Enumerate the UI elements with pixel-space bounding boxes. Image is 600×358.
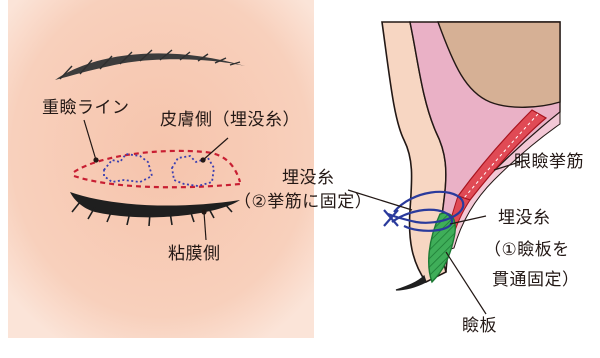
skin-background bbox=[8, 0, 314, 338]
label-buried-thread-left: 埋没糸 bbox=[282, 168, 335, 188]
label-buried-thread-right-note1: （①瞼板を bbox=[484, 240, 570, 260]
buried-thread-knot bbox=[384, 210, 398, 226]
label-mucosa-side: 粘膜側 bbox=[168, 244, 221, 264]
leader-crease-dot bbox=[93, 157, 98, 162]
label-levator: 眼瞼挙筋 bbox=[514, 152, 584, 172]
front-view-panel bbox=[8, 0, 314, 338]
section-eyelash bbox=[396, 276, 426, 290]
label-tarsal-plate: 瞼板 bbox=[462, 316, 497, 336]
label-buried-thread-right-note2: 貫通固定） bbox=[492, 270, 580, 290]
leader-tarsus bbox=[446, 252, 486, 314]
label-buried-thread-right: 埋没糸 bbox=[498, 208, 551, 228]
label-double-eyelid-line: 重瞼ライン bbox=[42, 98, 130, 118]
leader-mucosa-dot bbox=[201, 209, 206, 214]
label-skin-side: 皮膚側（埋没糸） bbox=[160, 110, 300, 130]
leader-skin-side-dot bbox=[200, 157, 205, 162]
label-buried-thread-left-note: （②挙筋に固定） bbox=[234, 192, 372, 212]
